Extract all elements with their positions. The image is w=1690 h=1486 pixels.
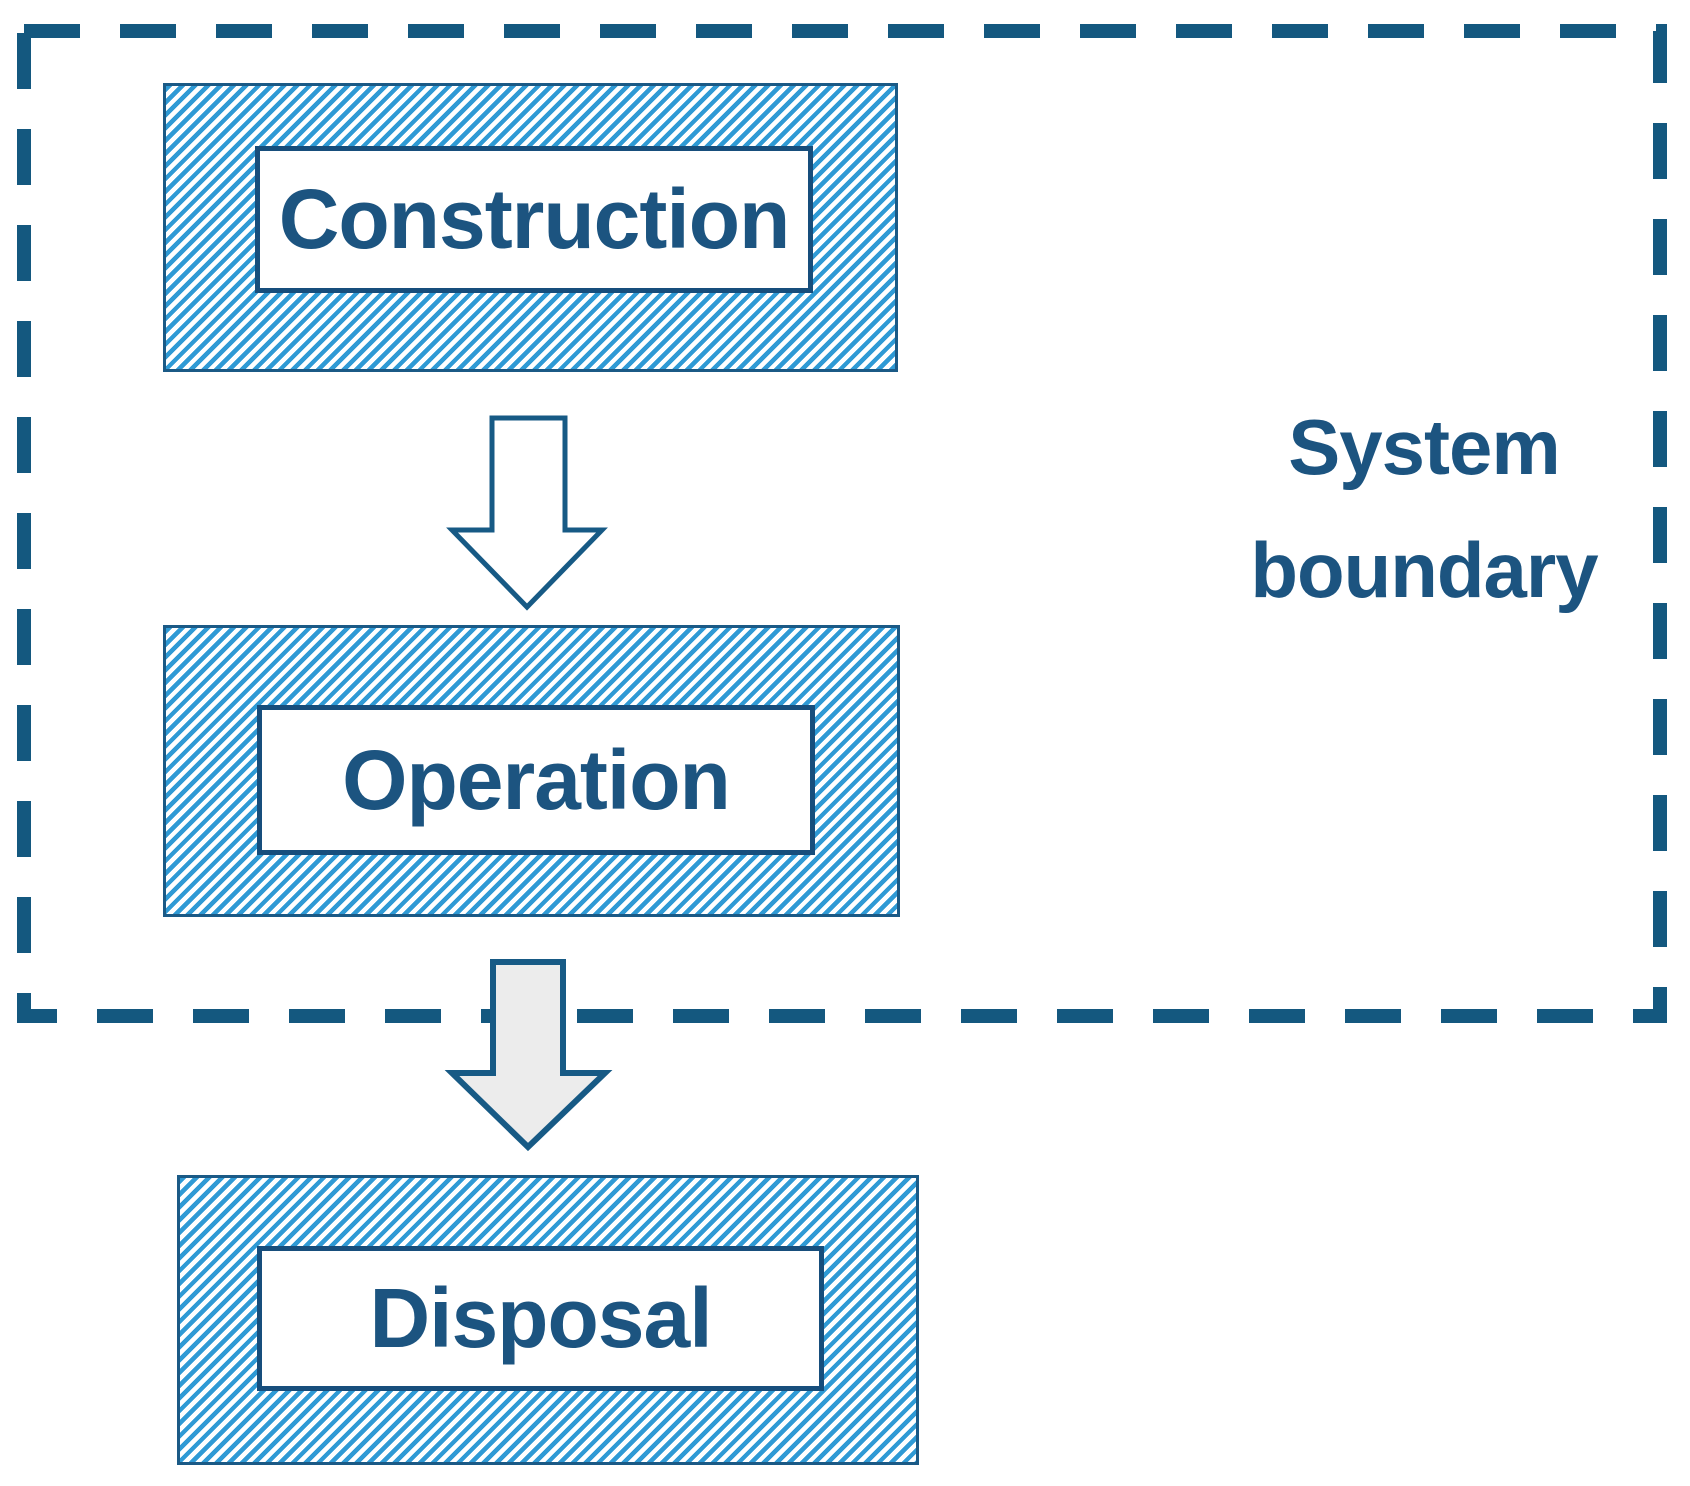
down-arrow-icon xyxy=(446,415,608,611)
stage-label-operation: Operation xyxy=(342,732,731,827)
stage-box-construction: Construction xyxy=(163,83,898,372)
down-arrow-icon xyxy=(444,959,613,1152)
stage-label-box-construction: Construction xyxy=(255,146,813,293)
stage-label-disposal: Disposal xyxy=(369,1271,712,1365)
stage-box-operation: Operation xyxy=(163,625,900,917)
system-boundary-label: System boundary xyxy=(1250,403,1598,615)
stage-label-box-disposal: Disposal xyxy=(257,1246,824,1391)
stage-label-construction: Construction xyxy=(278,172,791,266)
stage-label-box-operation: Operation xyxy=(257,705,815,855)
stage-box-disposal: Disposal xyxy=(177,1175,919,1465)
